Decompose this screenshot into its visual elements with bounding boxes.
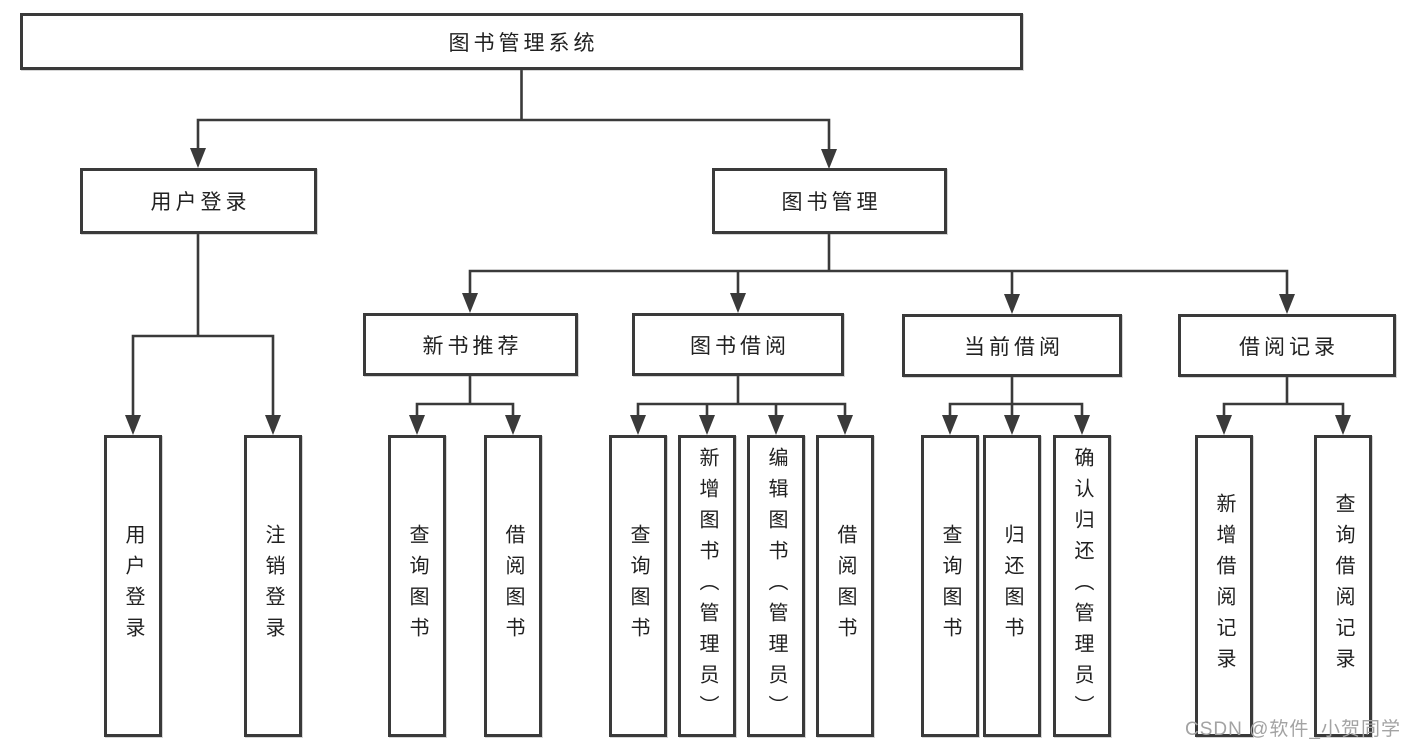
leaf-label: 新增借阅记录 xyxy=(1213,493,1235,679)
leaf-label: 查询图书 xyxy=(406,524,428,648)
node-borrow-records: 借阅记录 xyxy=(1178,314,1396,377)
leaf-query-books-2: 查询图书 xyxy=(609,435,667,737)
leaf-return-books: 归还图书 xyxy=(983,435,1041,737)
leaf-label: 归还图书 xyxy=(1001,524,1023,648)
node-book-borrowing: 图书借阅 xyxy=(632,313,844,376)
node-user-login: 用户登录 xyxy=(80,168,317,234)
node-book-management: 图书管理 xyxy=(712,168,947,234)
leaf-borrow-books-2: 借阅图书 xyxy=(816,435,874,737)
leaf-label: 新增图书（管理员） xyxy=(696,446,718,726)
leaf-edit-books-admin: 编辑图书（管理员） xyxy=(747,435,805,737)
node-new-book-recommend: 新书推荐 xyxy=(363,313,578,376)
node-current-borrowing: 当前借阅 xyxy=(902,314,1122,377)
leaf-label: 查询图书 xyxy=(939,524,961,648)
leaf-add-borrow-record: 新增借阅记录 xyxy=(1195,435,1253,737)
leaf-query-borrow-record: 查询借阅记录 xyxy=(1314,435,1372,737)
leaf-label: 查询借阅记录 xyxy=(1332,493,1354,679)
leaf-label: 查询图书 xyxy=(627,524,649,648)
node-root: 图书管理系统 xyxy=(20,13,1023,70)
csdn-watermark: CSDN @软件_小贺同学 xyxy=(1185,719,1401,740)
leaf-confirm-return-admin: 确认归还（管理员） xyxy=(1053,435,1111,737)
leaf-label: 用户登录 xyxy=(122,524,144,648)
leaf-query-books-3: 查询图书 xyxy=(921,435,979,737)
leaf-user-login: 用户登录 xyxy=(104,435,162,737)
leaf-label: 确认归还（管理员） xyxy=(1071,446,1093,726)
leaf-label: 借阅图书 xyxy=(502,524,524,648)
leaf-label: 编辑图书（管理员） xyxy=(765,446,787,726)
leaf-borrow-books-1: 借阅图书 xyxy=(484,435,542,737)
leaf-add-books-admin: 新增图书（管理员） xyxy=(678,435,736,737)
leaf-query-books-1: 查询图书 xyxy=(388,435,446,737)
leaf-label: 借阅图书 xyxy=(834,524,856,648)
leaf-logout: 注销登录 xyxy=(244,435,302,737)
leaf-label: 注销登录 xyxy=(262,524,284,648)
